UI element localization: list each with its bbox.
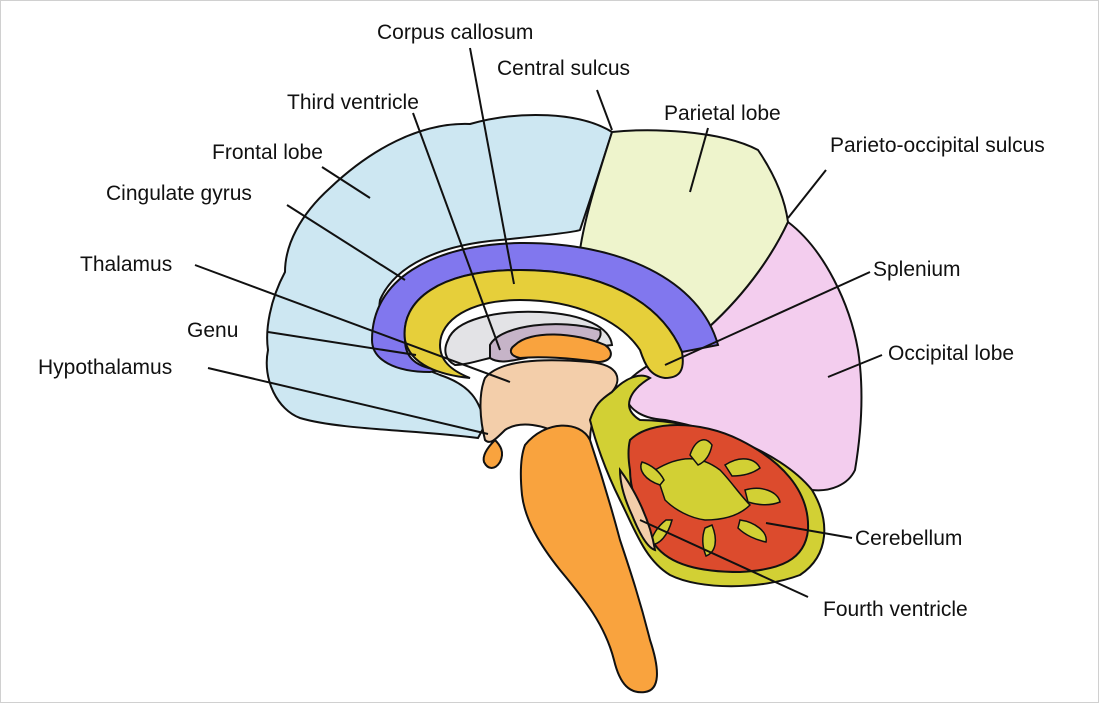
- pituitary-region: [484, 440, 502, 468]
- label-genu: Genu: [187, 319, 238, 342]
- leader-central-sulcus: [597, 90, 612, 130]
- label-cingulate-gyrus: Cingulate gyrus: [106, 182, 252, 205]
- label-third-ventricle: Third ventricle: [287, 91, 419, 114]
- label-splenium: Splenium: [873, 258, 961, 281]
- label-occipital-lobe: Occipital lobe: [888, 342, 1014, 365]
- label-central-sulcus: Central sulcus: [497, 57, 630, 80]
- label-hypothalamus: Hypothalamus: [38, 356, 172, 379]
- label-corpus-callosum: Corpus callosum: [377, 21, 533, 44]
- label-cerebellum: Cerebellum: [855, 527, 962, 550]
- label-thalamus: Thalamus: [80, 253, 172, 276]
- label-parieto-occipital-sulcus: Parieto-occipital sulcus: [830, 134, 1045, 157]
- label-parietal-lobe: Parietal lobe: [664, 102, 781, 125]
- label-frontal-lobe: Frontal lobe: [212, 141, 323, 164]
- label-fourth-ventricle: Fourth ventricle: [823, 598, 968, 621]
- leader-parieto-occipital-sulcus: [788, 170, 826, 218]
